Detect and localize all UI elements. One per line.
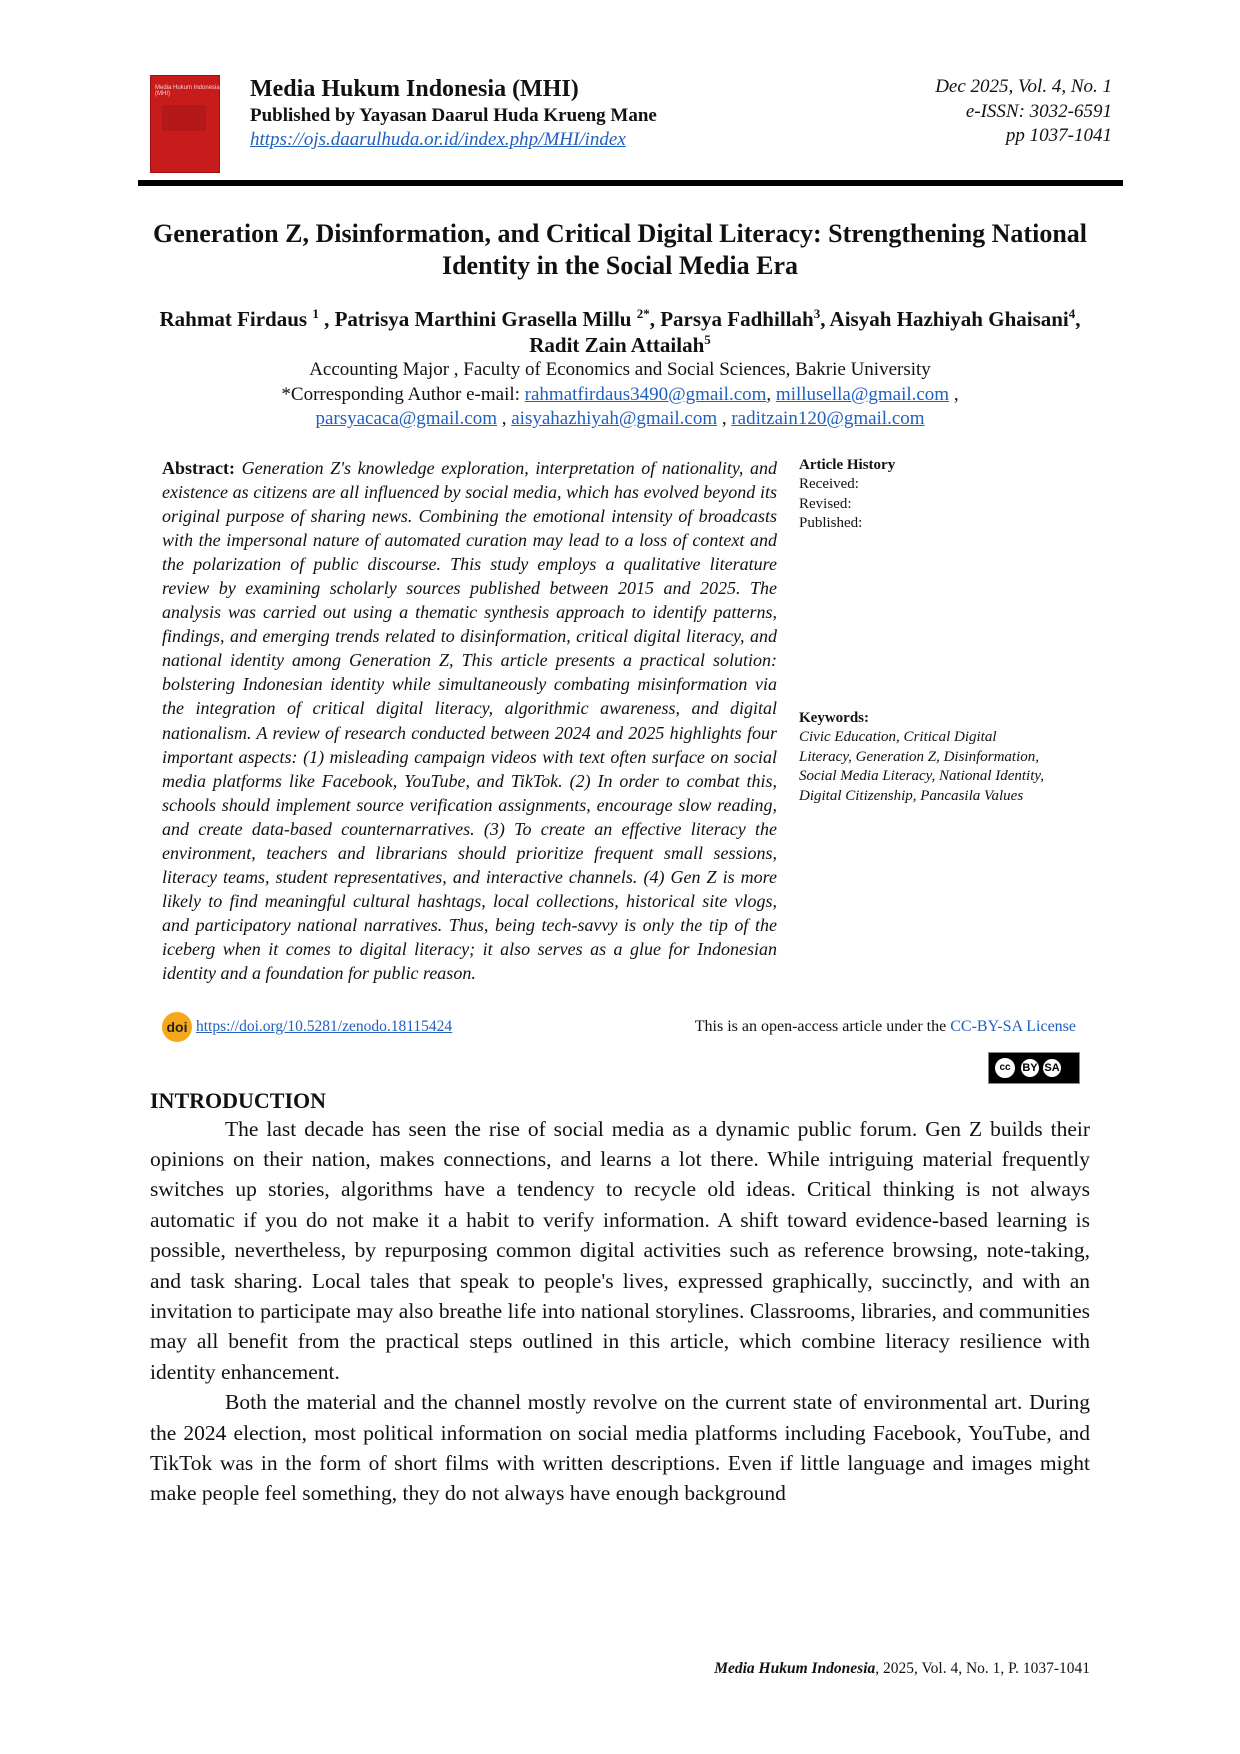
authors: Rahmat Firdaus 1 , Patrisya Marthini Gra…: [150, 306, 1090, 358]
footer-citation: , 2025, Vol. 4, No. 1, P. 1037-1041: [875, 1660, 1090, 1677]
corresponding-emails: *Corresponding Author e-mail: rahmatfird…: [281, 383, 959, 430]
issue-info: Dec 2025, Vol. 4, No. 1 e-ISSN: 3032-659…: [935, 75, 1112, 149]
introduction-body: The last decade has seen the rise of soc…: [150, 1114, 1090, 1509]
doi-icon: doi: [162, 1011, 192, 1042]
article-sidebar: Article History Received: Revised: Publi…: [799, 456, 1089, 807]
issue: Dec 2025, Vol. 4, No. 1: [935, 76, 1112, 97]
keywords-label: Keywords:: [799, 709, 869, 726]
page-footer: Media Hukum Indonesia, 2025, Vol. 4, No.…: [714, 1660, 1090, 1678]
by-icon: BY: [1021, 1058, 1039, 1077]
author-sup: 2*: [636, 306, 650, 321]
cover-title: Media Hukum Indonesia (MHI): [155, 85, 220, 97]
email-link[interactable]: millusella@gmail.com: [775, 383, 950, 405]
abstract-label: Abstract:: [162, 457, 235, 478]
revised: Revised:: [799, 495, 852, 512]
journal-url-link[interactable]: https://ojs.daarulhuda.or.id/index.php/M…: [250, 129, 626, 150]
header-divider: [138, 180, 1123, 186]
author: , Patrisya Marthini Grasella Millu: [318, 307, 637, 331]
sa-icon: SA: [1043, 1058, 1061, 1077]
author: , Parsya Fadhillah: [649, 307, 814, 331]
email-link[interactable]: parsyacaca@gmail.com: [315, 408, 497, 429]
author: , Radit Zain Attailah: [529, 307, 1081, 357]
email-link[interactable]: raditzain120@gmail.com: [731, 408, 925, 429]
cc-icon: cc: [993, 1055, 1017, 1080]
keyword-line: Digital Citizenship, Pancasila Values: [799, 787, 1024, 804]
author-sup: 1: [312, 306, 319, 321]
abstract: Abstract: Generation Z's knowledge explo…: [162, 456, 777, 986]
affiliation: Accounting Major , Faculty of Economics …: [309, 359, 931, 380]
doi-link[interactable]: https://doi.org/10.5281/zenodo.18115424: [196, 1017, 453, 1035]
keyword-line: Social Media Literacy, National Identity…: [799, 768, 1044, 784]
paragraph: The last decade has seen the rise of soc…: [150, 1116, 1090, 1384]
email-link[interactable]: rahmatfirdaus3490@gmail.com: [524, 383, 767, 405]
publisher: Published by Yayasan Daarul Huda Krueng …: [250, 105, 657, 126]
doi-license-row: doi https://doi.org/10.5281/zenodo.18115…: [150, 1011, 1090, 1042]
license-statement: This is an open-access article under the…: [695, 1018, 1076, 1036]
paragraph: Both the material and the channel mostly…: [150, 1390, 1090, 1506]
affiliation-block: Accounting Major , Faculty of Economics …: [150, 358, 1090, 432]
article-history: Article History Received: Revised: Publi…: [799, 456, 1089, 534]
cover-graphic: [162, 105, 206, 131]
received: Received:: [799, 476, 859, 492]
author-sup: 5: [704, 332, 711, 347]
email-link[interactable]: aisyahazhiyah@gmail.com: [511, 408, 718, 429]
keyword-line: Literacy, Generation Z, Disinformation,: [799, 748, 1039, 765]
article-body: Generation Z, Disinformation, and Critic…: [150, 218, 1090, 1509]
issn: e-ISSN: 3032-6591: [965, 100, 1112, 122]
journal-title: Media Hukum Indonesia (MHI): [250, 76, 579, 102]
corresponding-label: *Corresponding Author e-mail:: [281, 383, 525, 405]
author: , Aisyah Hazhiyah Ghaisani: [820, 307, 1069, 331]
abstract-section: Abstract: Generation Z's knowledge explo…: [150, 456, 1090, 986]
journal-cover-image: Media Hukum Indonesia (MHI): [150, 75, 220, 173]
author-sup: 3: [813, 306, 821, 321]
history-label: Article History: [799, 456, 896, 473]
license-link[interactable]: CC-BY-SA License: [950, 1017, 1076, 1035]
keyword-line: Civic Education, Critical Digital: [799, 729, 997, 745]
cc-by-sa-badge-icon[interactable]: cc BY SA: [988, 1051, 1080, 1084]
license-text: This is an open-access article under the: [694, 1017, 951, 1035]
author-sup: 4: [1068, 306, 1076, 321]
article-title: Generation Z, Disinformation, and Critic…: [152, 219, 1088, 280]
footer-journal: Media Hukum Indonesia: [714, 1660, 876, 1677]
cc-badge-row: cc BY SA: [150, 1051, 1090, 1084]
author: Rahmat Firdaus: [159, 307, 313, 331]
keywords: Keywords: Civic Education, Critical Digi…: [799, 709, 1089, 807]
abstract-text: Generation Z's knowledge exploration, in…: [162, 457, 777, 984]
published: Published:: [799, 515, 863, 531]
introduction-heading: INTRODUCTION: [150, 1087, 327, 1113]
doi-row: doi https://doi.org/10.5281/zenodo.18115…: [162, 1011, 453, 1042]
pages: pp 1037-1041: [1005, 125, 1112, 146]
